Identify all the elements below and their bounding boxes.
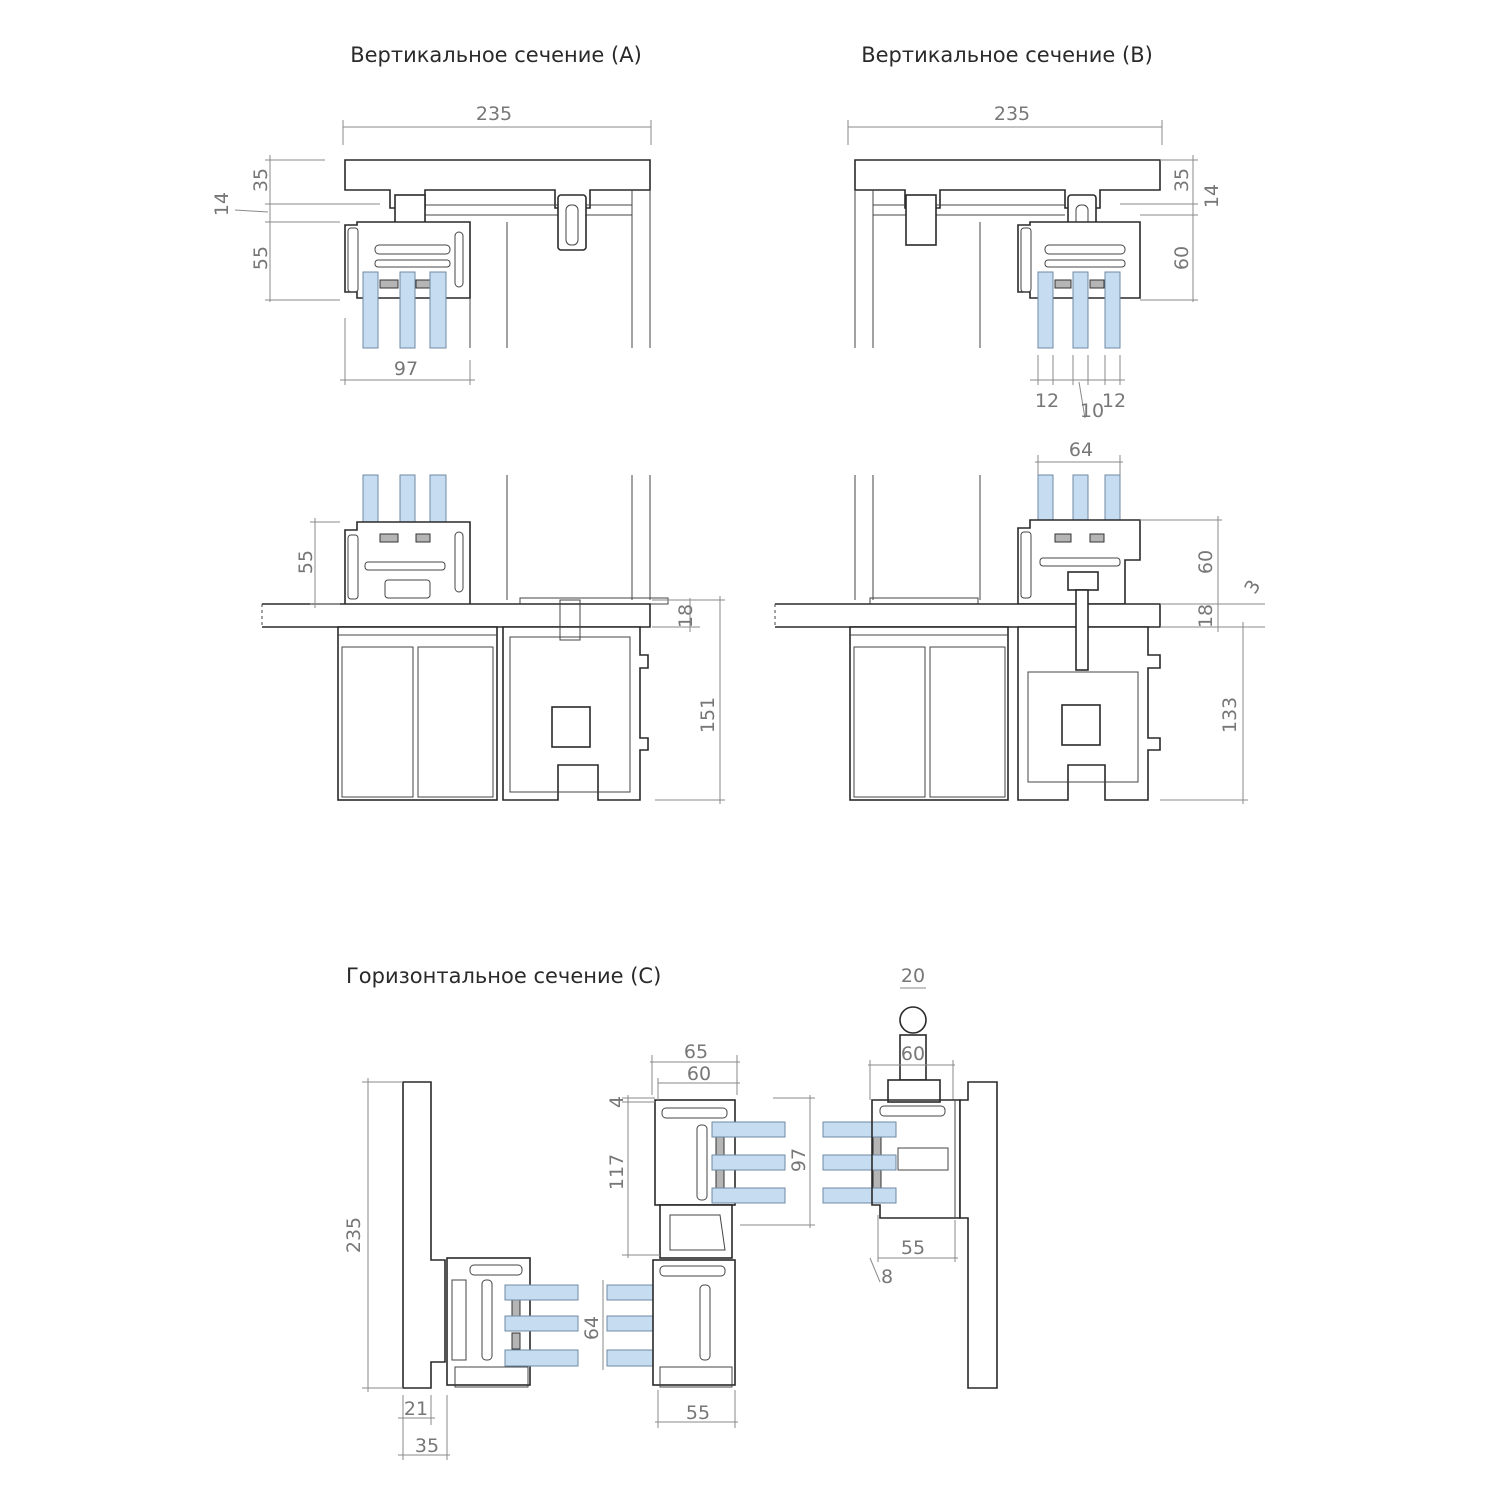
floor-slab <box>775 603 1161 628</box>
dim-b-12b: 12 <box>1102 390 1126 412</box>
floor-channel-left <box>849 626 1009 801</box>
frame-profile-right <box>871 1099 961 1219</box>
guide-rail <box>1075 589 1089 671</box>
dim-b-64: 64 <box>1069 439 1093 461</box>
dim-a-55: 55 <box>250 246 272 270</box>
dim-a-35: 35 <box>250 168 272 192</box>
dim-a-14: 14 <box>211 192 233 216</box>
handle-pin <box>899 1006 927 1034</box>
right-wall <box>959 1081 998 1389</box>
dim-c-235: 235 <box>343 1217 365 1253</box>
dim-a-151: 151 <box>697 697 719 733</box>
dim-b-10: 10 <box>1080 400 1104 422</box>
dim-b-3: 3 <box>1240 576 1265 597</box>
dim-b-18: 18 <box>1195 604 1217 628</box>
dim-a-bottom-55: 55 <box>295 550 317 574</box>
ceiling-slab <box>344 159 651 209</box>
dim-a-width: 235 <box>476 103 512 125</box>
dim-c-bottom-55: 55 <box>686 1402 710 1424</box>
dim-c-97: 97 <box>788 1148 810 1172</box>
dim-b-12a: 12 <box>1035 390 1059 412</box>
roller <box>557 194 587 251</box>
rail-insert <box>551 706 591 748</box>
dim-c-21: 21 <box>404 1398 428 1420</box>
dim-b-60: 60 <box>1171 246 1193 270</box>
dim-c-117: 117 <box>606 1154 628 1190</box>
corner-connector <box>659 1204 733 1259</box>
floor-slab <box>262 603 651 628</box>
section-a-top: 235 35 14 55 97 <box>211 103 652 385</box>
ceiling-slab <box>854 159 1161 209</box>
dim-c-35: 35 <box>415 1435 439 1457</box>
dim-c-64: 64 <box>581 1316 603 1340</box>
dim-b-35: 35 <box>1171 168 1193 192</box>
dim-c-4: 4 <box>606 1096 628 1108</box>
left-wall <box>402 1081 446 1389</box>
dim-b-14: 14 <box>1201 184 1223 208</box>
section-b-bottom: 64 60 3 18 133 <box>774 439 1265 804</box>
title-section-b: Вертикальное сечение (B) <box>861 43 1153 67</box>
dim-a-97: 97 <box>394 358 418 380</box>
dim-c-pin-60: 60 <box>901 1043 925 1065</box>
frame-profile-middle <box>652 1259 736 1386</box>
section-b-top: 235 35 14 60 12 10 12 <box>847 103 1223 422</box>
dim-b-width: 235 <box>994 103 1030 125</box>
dim-b-bottom-60: 60 <box>1195 550 1217 574</box>
dim-b-133: 133 <box>1219 697 1241 733</box>
top-track <box>905 194 937 246</box>
sill-profile <box>344 521 471 606</box>
rail-insert <box>1061 704 1101 746</box>
dim-c-20: 20 <box>901 965 925 987</box>
dim-c-right-55: 55 <box>901 1237 925 1259</box>
dim-c-60: 60 <box>687 1063 711 1085</box>
title-section-a: Вертикальное сечение (A) <box>350 43 642 67</box>
roller-carriage <box>1067 571 1099 591</box>
section-c: 235 64 55 21 35 65 60 4 <box>343 965 998 1460</box>
title-section-c: Горизонтальное сечение (C) <box>346 964 661 988</box>
section-a-bottom: 55 18 151 <box>261 474 725 804</box>
dim-c-8: 8 <box>881 1266 893 1288</box>
dim-c-65: 65 <box>684 1041 708 1063</box>
dim-a-18: 18 <box>675 604 697 628</box>
